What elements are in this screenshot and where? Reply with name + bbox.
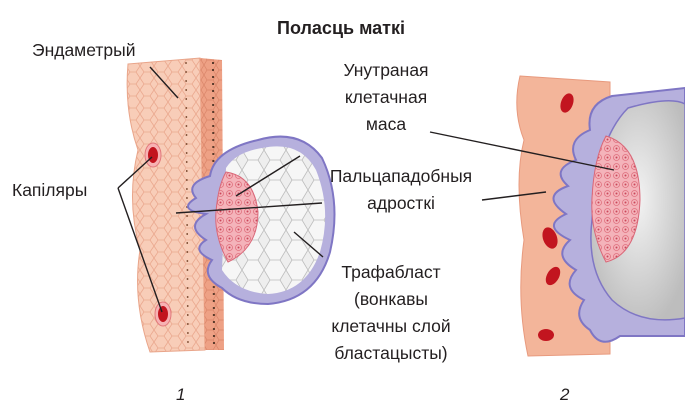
figure-number-1: 1: [176, 384, 185, 405]
label-trophoblast: Трафабласт (вонкавы клетачны слой бласта…: [316, 262, 466, 364]
figure-number-2: 2: [560, 384, 569, 405]
label-villi: Пальцападобныя адросткі: [306, 166, 496, 214]
inner-mass-line-1: Унутраная: [306, 60, 466, 81]
tropho-line-4: бластацысты): [316, 343, 466, 364]
figure-1: [127, 58, 334, 352]
inner-mass-line-3: маса: [306, 114, 466, 135]
label-endometrium: Эндаметрый: [32, 40, 135, 61]
label-capillaries: Капіляры: [12, 180, 87, 201]
villi-line-1: Пальцападобныя: [306, 166, 496, 187]
tropho-line-3: клетачны слой: [316, 316, 466, 337]
tropho-line-1: Трафабласт: [316, 262, 466, 283]
capillary-6: [538, 329, 554, 341]
label-inner-cell-mass: Унутраная клетачная маса: [306, 60, 466, 135]
diagram-title: Поласць маткі: [277, 18, 405, 39]
villi-line-2: адросткі: [306, 193, 496, 214]
inner-mass-line-2: клетачная: [306, 87, 466, 108]
figure-2: [517, 76, 685, 356]
tropho-line-2: (вонкавы: [316, 289, 466, 310]
